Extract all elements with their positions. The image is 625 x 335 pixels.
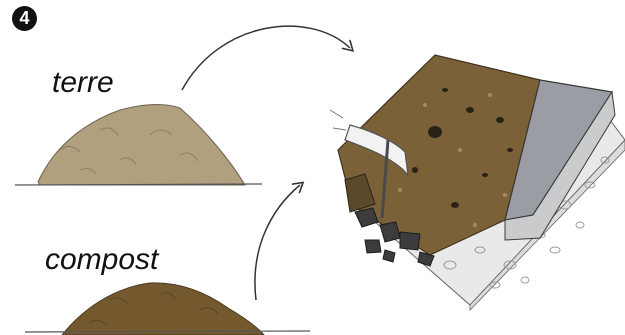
soil-pile xyxy=(38,105,245,186)
trench-block xyxy=(338,55,625,310)
compost-pile xyxy=(62,283,264,335)
curved-arrow-icon xyxy=(255,185,300,300)
curved-arrow-icon xyxy=(182,26,350,90)
